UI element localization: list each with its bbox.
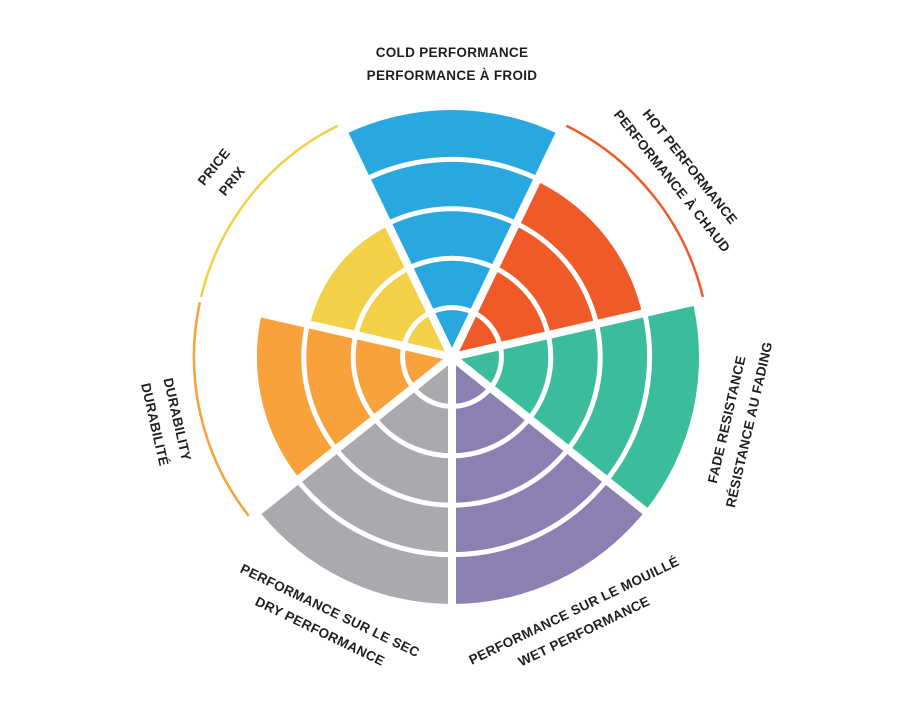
max-marker-arc-price bbox=[199, 124, 339, 298]
max-marker-arc-durability bbox=[192, 301, 250, 517]
wedge-cold-performance bbox=[344, 109, 560, 358]
wedge-dry-performance bbox=[258, 357, 452, 604]
ring-divider-1 bbox=[400, 305, 504, 409]
sector-divider bbox=[207, 297, 453, 361]
sector-divider bbox=[448, 130, 565, 359]
max-marker-arc-hot-performance bbox=[565, 124, 705, 298]
sector-divider bbox=[451, 297, 697, 361]
ring-divider-2 bbox=[350, 255, 554, 459]
ring-divider-3 bbox=[301, 206, 603, 508]
wedge-fade-resistance bbox=[452, 302, 700, 511]
ring-divider-4 bbox=[251, 156, 653, 558]
sector-divider bbox=[449, 353, 650, 516]
sector-divider bbox=[254, 353, 455, 516]
wedge-wet-performance bbox=[452, 357, 646, 604]
sector-divider bbox=[339, 130, 456, 359]
